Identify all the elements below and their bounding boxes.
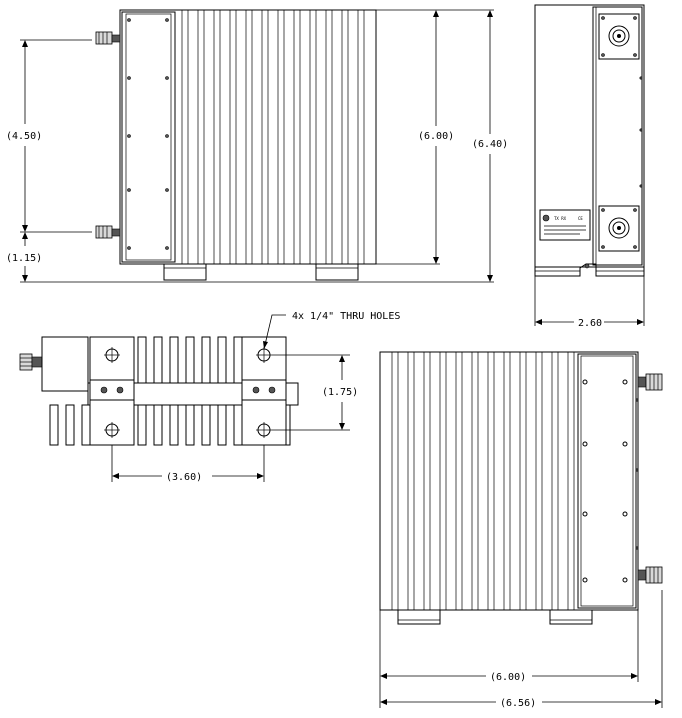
dim-top-outer-width: (6.56) <box>500 698 536 709</box>
side-end-plate <box>592 6 643 266</box>
dim-outer-height: (6.40) <box>472 139 508 150</box>
dim-hole-spacing-x: (3.60) <box>166 472 202 483</box>
bottom-foot-left <box>89 336 135 446</box>
bottom-connector <box>19 353 43 371</box>
label-brand: TX RX <box>554 216 567 221</box>
top-connector-upper <box>637 373 663 391</box>
front-body-outline <box>119 9 377 265</box>
front-foot-right <box>315 263 359 281</box>
front-fins <box>181 10 365 264</box>
front-side-plate-inner <box>125 13 172 261</box>
front-connector-bottom <box>95 225 121 239</box>
front-view: (4.50) (1.15) (6.00) (6.40) <box>6 9 508 283</box>
bottom-foot-right <box>241 336 287 446</box>
dim-side-width: 2.60 <box>578 318 602 329</box>
top-connector-lower <box>637 566 663 584</box>
front-connector-top <box>95 31 121 45</box>
top-view: (6.00) (6.56) <box>379 351 663 709</box>
top-foot-left <box>397 609 441 625</box>
side-connector-bottom <box>598 205 640 252</box>
top-plate-screws <box>582 379 628 583</box>
bottom-view: 4x 1/4" THRU HOLES (3.60) (1.75) <box>19 311 400 483</box>
top-dimensions <box>379 590 663 708</box>
side-label-plate: TX RX CE <box>539 209 591 241</box>
label-mark: CE <box>578 216 583 221</box>
bottom-fins-upper <box>121 336 243 384</box>
bottom-dimensions <box>111 354 350 482</box>
front-side-plate <box>121 11 176 263</box>
side-connector-top <box>598 13 640 60</box>
top-fins <box>391 352 575 610</box>
front-right-dimensions <box>376 9 494 282</box>
bottom-fins-lower <box>49 404 291 446</box>
front-foot-left <box>163 263 207 281</box>
dim-top-inner-width: (6.00) <box>490 672 526 683</box>
top-foot-right <box>549 609 593 625</box>
bottom-end-block <box>41 336 89 392</box>
dim-connector-spacing: (4.50) <box>6 131 42 142</box>
side-view: TX RX CE 2.60 <box>534 4 645 329</box>
side-body-outline <box>534 4 645 268</box>
dim-connector-offset: (1.15) <box>6 253 42 264</box>
top-end-plate <box>577 353 637 609</box>
dim-inner-height: (6.00) <box>418 131 454 142</box>
dim-hole-spacing-y: (1.75) <box>322 387 358 398</box>
side-base <box>534 263 645 277</box>
front-plate-screws <box>127 18 169 250</box>
top-body-outline <box>379 351 639 611</box>
note-thru-holes: 4x 1/4" THRU HOLES <box>292 311 400 322</box>
holes-leader <box>263 314 286 350</box>
side-width-dimension <box>534 276 645 326</box>
front-left-dimensions <box>20 39 494 283</box>
